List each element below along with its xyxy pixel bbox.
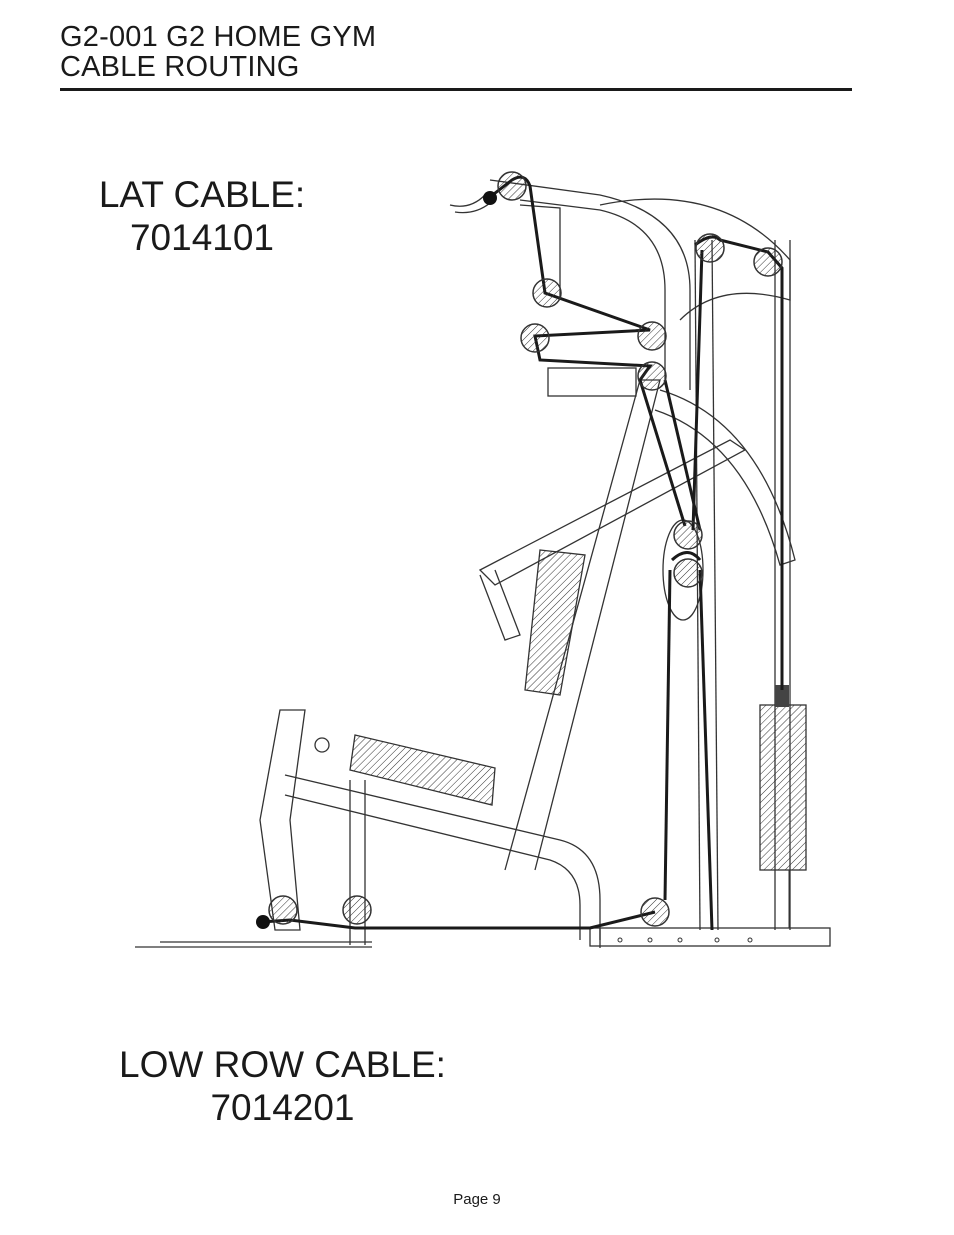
pulley (532, 278, 562, 308)
lat-cable-name: LAT CABLE: (98, 174, 306, 215)
header-rule (60, 88, 852, 91)
pulley (673, 520, 703, 550)
upholstery-pads (349, 549, 586, 806)
pulley (640, 897, 670, 927)
weight-stack (759, 685, 807, 929)
pulley (268, 895, 298, 925)
pulleys (268, 171, 783, 927)
cable-end-balls (256, 191, 497, 929)
lat-cable-part-number: 7014101 (129, 217, 275, 258)
pulley (695, 233, 725, 263)
model-title: G2-001 G2 HOME GYM (60, 21, 377, 53)
pulley (342, 895, 372, 925)
pulley (497, 171, 527, 201)
low-row-cable-end (256, 915, 270, 929)
lat-cable-end (483, 191, 497, 205)
section-title: CABLE ROUTING (60, 51, 300, 83)
low-row-cable-part-number: 7014201 (210, 1087, 355, 1128)
cable-lines (261, 175, 784, 931)
page-number: Page 9 (453, 1191, 501, 1208)
gym-frame (135, 179, 831, 948)
base-holes (617, 937, 753, 943)
document-header: G2-001 G2 HOME GYM CABLE ROUTING (60, 22, 852, 82)
low-row-cable-name: LOW ROW CABLE: (119, 1044, 446, 1085)
pulley (520, 323, 550, 353)
pulley (637, 321, 667, 351)
pulley (673, 558, 703, 588)
low-row-cable-label: LOW ROW CABLE: 7014201 (100, 1043, 465, 1129)
pulley (637, 361, 667, 391)
lat-cable-label: LAT CABLE: 7014101 (85, 173, 319, 259)
pulley (753, 247, 783, 277)
